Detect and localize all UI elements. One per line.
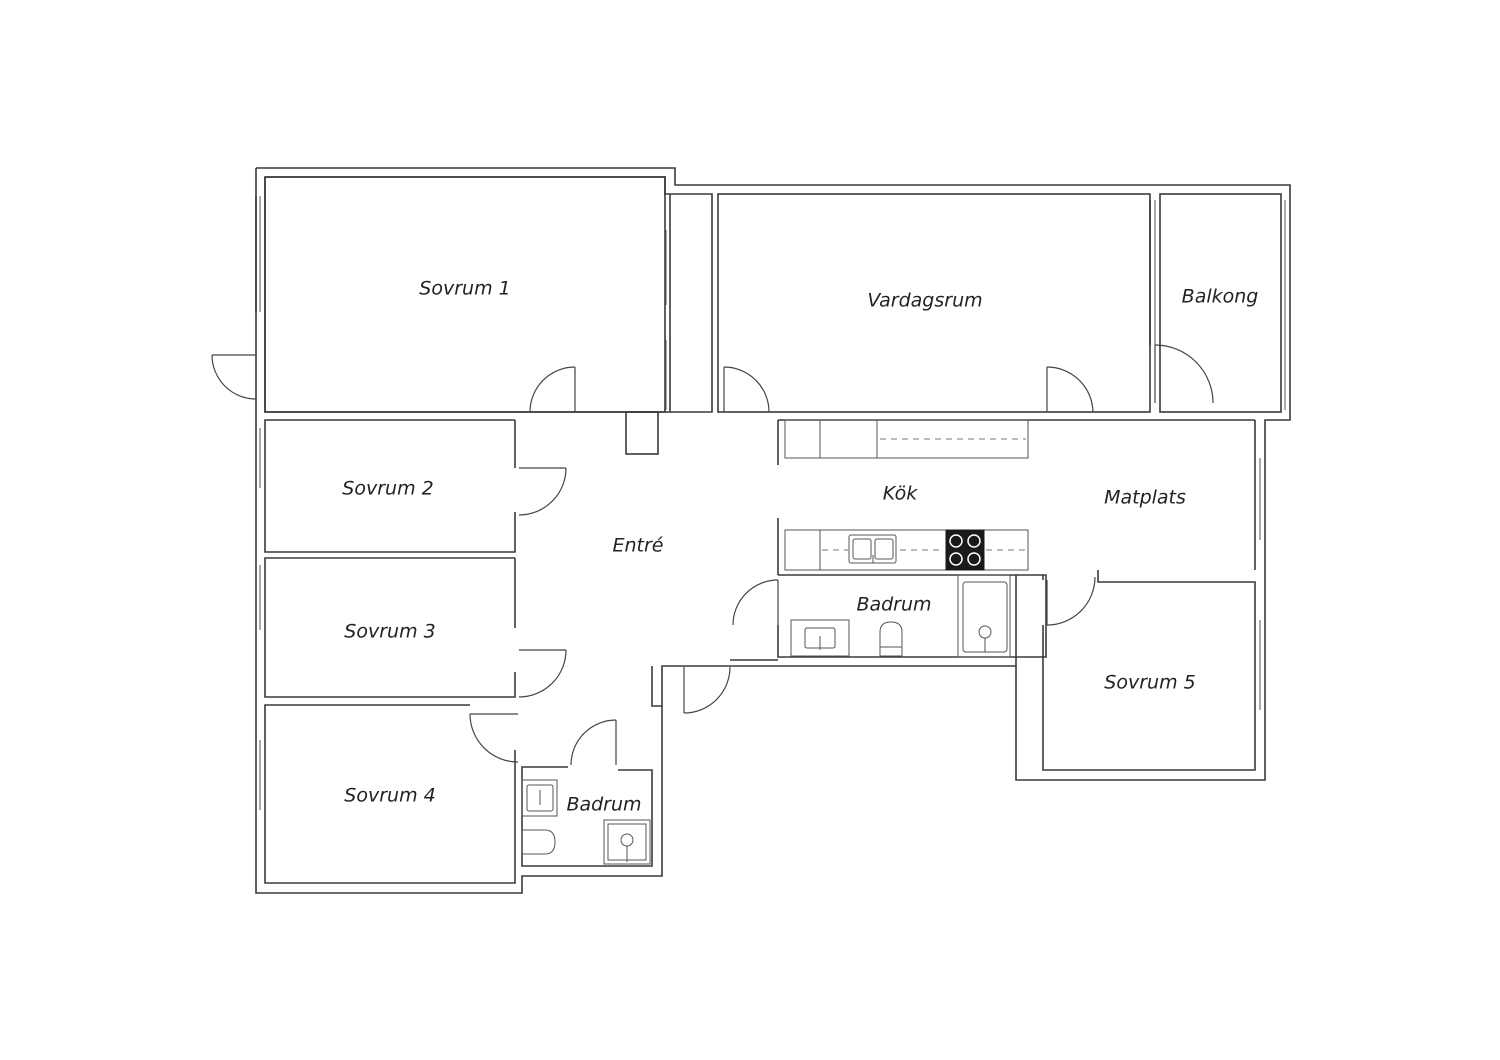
door-balkong xyxy=(1154,344,1214,404)
door-sovrum-3 xyxy=(518,649,567,698)
bathtub-icon xyxy=(957,574,1011,658)
room-badrum-small xyxy=(521,766,653,867)
small-washbasin-icon xyxy=(521,779,558,817)
label-matplats: Matplats xyxy=(1104,487,1186,509)
door-exterior-sovrum-1 xyxy=(211,354,257,400)
door-sovrum-2 xyxy=(518,467,567,516)
doors xyxy=(211,344,1214,766)
door-badrum-main xyxy=(732,579,779,626)
label-kok: Kök xyxy=(883,483,918,505)
toilet-icon xyxy=(879,621,903,657)
room-kok xyxy=(777,419,1255,575)
door-sovrum-4 xyxy=(469,713,519,763)
label-badrum-main: Badrum xyxy=(856,594,931,616)
door-sovrum-1 xyxy=(529,366,576,413)
room-sovrum-2 xyxy=(259,419,516,553)
label-badrum-small: Badrum xyxy=(566,794,641,816)
room-sovrum-5 xyxy=(1042,570,1261,771)
door-sovrum-5 xyxy=(1046,576,1096,626)
small-toilet-icon xyxy=(521,829,556,855)
label-entre: Entré xyxy=(613,535,664,557)
label-sovrum-3: Sovrum 3 xyxy=(344,621,435,643)
label-sovrum-5: Sovrum 5 xyxy=(1104,672,1195,694)
room-labels: Sovrum 1 Vardagsrum Balkong Sovrum 2 Kök… xyxy=(342,278,1258,816)
label-sovrum-4: Sovrum 4 xyxy=(344,785,435,807)
door-vardagsrum-right xyxy=(1046,366,1094,413)
room-sovrum-1 xyxy=(255,176,671,413)
label-sovrum-1: Sovrum 1 xyxy=(419,278,510,300)
label-balkong: Balkong xyxy=(1182,286,1259,308)
kitchen-sink-icon xyxy=(848,534,897,564)
room-badrum-main xyxy=(777,574,1047,666)
door-entre-bottom xyxy=(683,666,731,714)
room-balkong xyxy=(1149,193,1286,413)
door-vardagsrum-left xyxy=(723,366,770,413)
room-matplats xyxy=(1254,420,1261,570)
label-vardagsrum: Vardagsrum xyxy=(867,290,982,312)
label-sovrum-2: Sovrum 2 xyxy=(342,478,433,500)
room-sovrum-3 xyxy=(259,557,516,698)
washbasin-icon xyxy=(790,619,850,657)
shower-icon xyxy=(603,819,651,865)
stove-icon xyxy=(945,529,985,571)
entre-walls xyxy=(625,411,778,707)
room-sovrum-4 xyxy=(259,704,516,884)
door-badrum-small xyxy=(570,719,617,766)
